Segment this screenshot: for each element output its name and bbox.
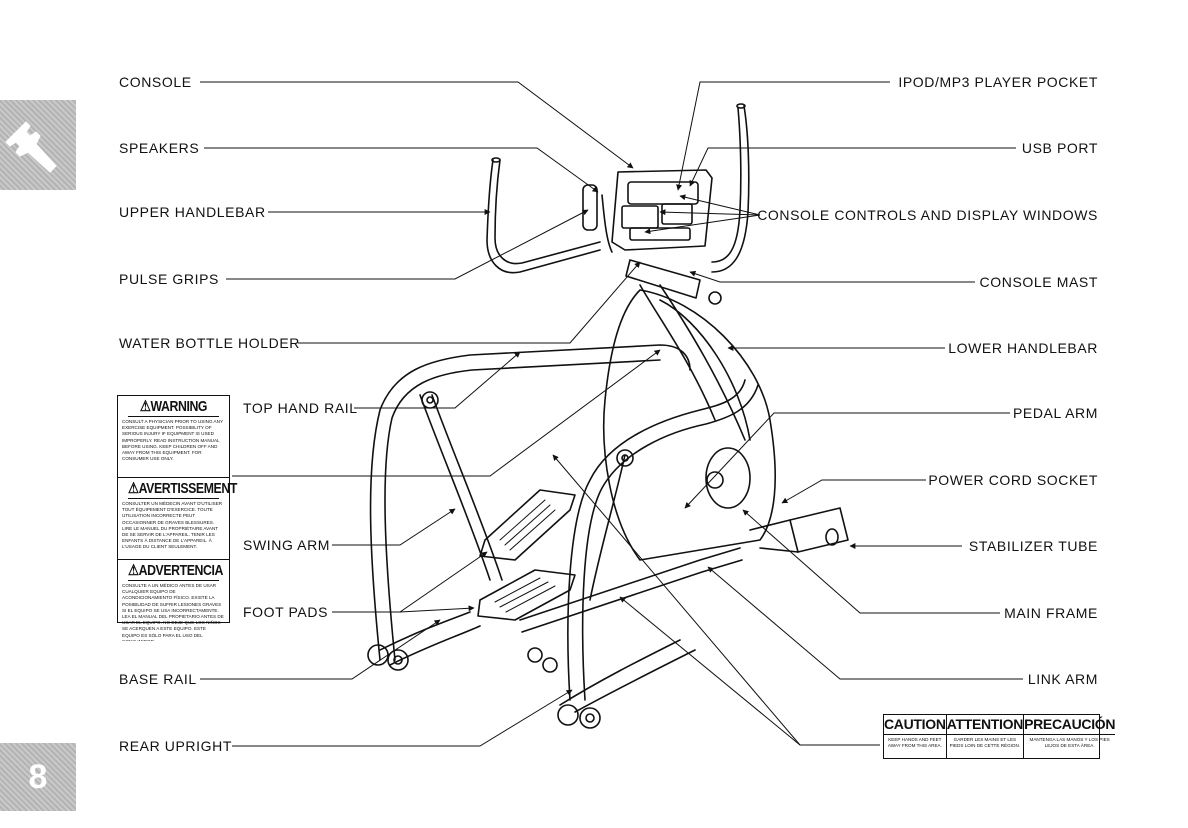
base-rail — [379, 611, 471, 651]
stabilizer-tube — [789, 507, 849, 553]
caution-label: CAUTION Keep hands and feet away from th… — [883, 714, 1115, 759]
main-frame — [602, 289, 776, 561]
label-console-mast: CONSOLE MAST — [979, 274, 1098, 290]
warning-section-fr: ⚠AVERTISSEMENT Consulter un médecin avan… — [118, 478, 237, 560]
caution-text-en: Keep hands and feet away from this area. — [887, 737, 942, 748]
caution-col-es: PRECAUCIÓN Mantenga las manos y los pies… — [1024, 715, 1115, 758]
label-swing-arm: SWING ARM — [243, 537, 331, 553]
label-console: CONSOLE — [119, 74, 192, 90]
foot-pad-upper — [479, 489, 576, 561]
console-mast — [625, 259, 701, 299]
warning-text-fr: Consulter un médecin avant d'utiliser to… — [122, 501, 223, 550]
label-stabilizer-tube: STABILIZER TUBE — [968, 538, 1098, 554]
pulse-grip — [582, 184, 598, 231]
machine-illustration — [367, 103, 849, 729]
label-link-arm: LINK ARM — [1027, 671, 1098, 687]
page-number: 8 — [28, 757, 48, 796]
label-power-cord-socket: POWER CORD SOCKET — [928, 472, 1098, 488]
warning-text-en: Consult a physician prior to using any e… — [122, 419, 223, 462]
label-top-hand-rail: TOP HAND RAIL — [243, 400, 358, 416]
label-ipod-pocket: IPOD/MP3 PLAYER POCKET — [898, 74, 1098, 90]
label-lower-handlebar: LOWER HANDLEBAR — [948, 340, 1098, 356]
warning-text-es: Consulte a un médico antes de usar cualq… — [122, 583, 224, 641]
wrench-icon — [5, 121, 57, 173]
caution-col-en: CAUTION Keep hands and feet away from th… — [884, 715, 947, 758]
label-base-rail: BASE RAIL — [119, 671, 197, 687]
label-speakers: SPEAKERS — [119, 140, 200, 156]
warning-heading-es: ⚠ADVERTENCIA — [127, 562, 223, 581]
label-water-bottle-holder: WATER BOTTLE HOLDER — [119, 335, 300, 351]
top-hand-rail — [369, 344, 691, 661]
swing-arm — [419, 394, 491, 581]
foot-pad-lower — [477, 569, 576, 621]
warning-section-es: ⚠ADVERTENCIA Consulte a un médico antes … — [118, 560, 229, 641]
warning-section-en: ⚠WARNING Consult a physician prior to us… — [118, 396, 229, 478]
caution-heading-es: PRECAUCIÓN — [1024, 715, 1115, 735]
caution-text-es: Mantenga las manos y los pies lejos de e… — [1029, 737, 1110, 748]
label-upper-handlebar: UPPER HANDLEBAR — [119, 204, 266, 220]
caution-heading-fr: ATTENTION — [946, 715, 1023, 735]
label-pulse-grips: PULSE GRIPS — [119, 271, 219, 287]
link-arm — [519, 547, 741, 621]
leader-lines — [200, 81, 1023, 747]
caution-heading-en: CAUTION — [884, 715, 946, 735]
label-pedal-arm: PEDAL ARM — [1012, 405, 1098, 421]
caution-col-fr: ATTENTION Garder les mains et les pieds … — [946, 715, 1025, 758]
label-console-controls: CONSOLE CONTROLS AND DISPLAY WINDOWS — [757, 207, 1098, 223]
upper-handlebar-right — [711, 107, 742, 263]
console — [611, 169, 713, 251]
warning-label: ⚠WARNING Consult a physician prior to us… — [117, 395, 237, 641]
label-rear-upright: REAR UPRIGHT — [119, 738, 232, 754]
label-foot-pads: FOOT PADS — [243, 604, 329, 620]
upper-handlebar-left — [486, 159, 601, 274]
label-usb-port: USB PORT — [1021, 140, 1098, 156]
page-number-tab — [0, 743, 76, 811]
label-main-frame: MAIN FRAME — [1004, 605, 1098, 621]
pedal-disk — [705, 447, 751, 509]
warning-heading-en: ⚠WARNING — [127, 396, 220, 417]
warning-heading-fr: ⚠AVERTISSEMENT — [127, 480, 237, 499]
caution-text-fr: Garder les mains et les pieds loin de ce… — [949, 737, 1021, 748]
section-tab-tools — [0, 100, 76, 190]
